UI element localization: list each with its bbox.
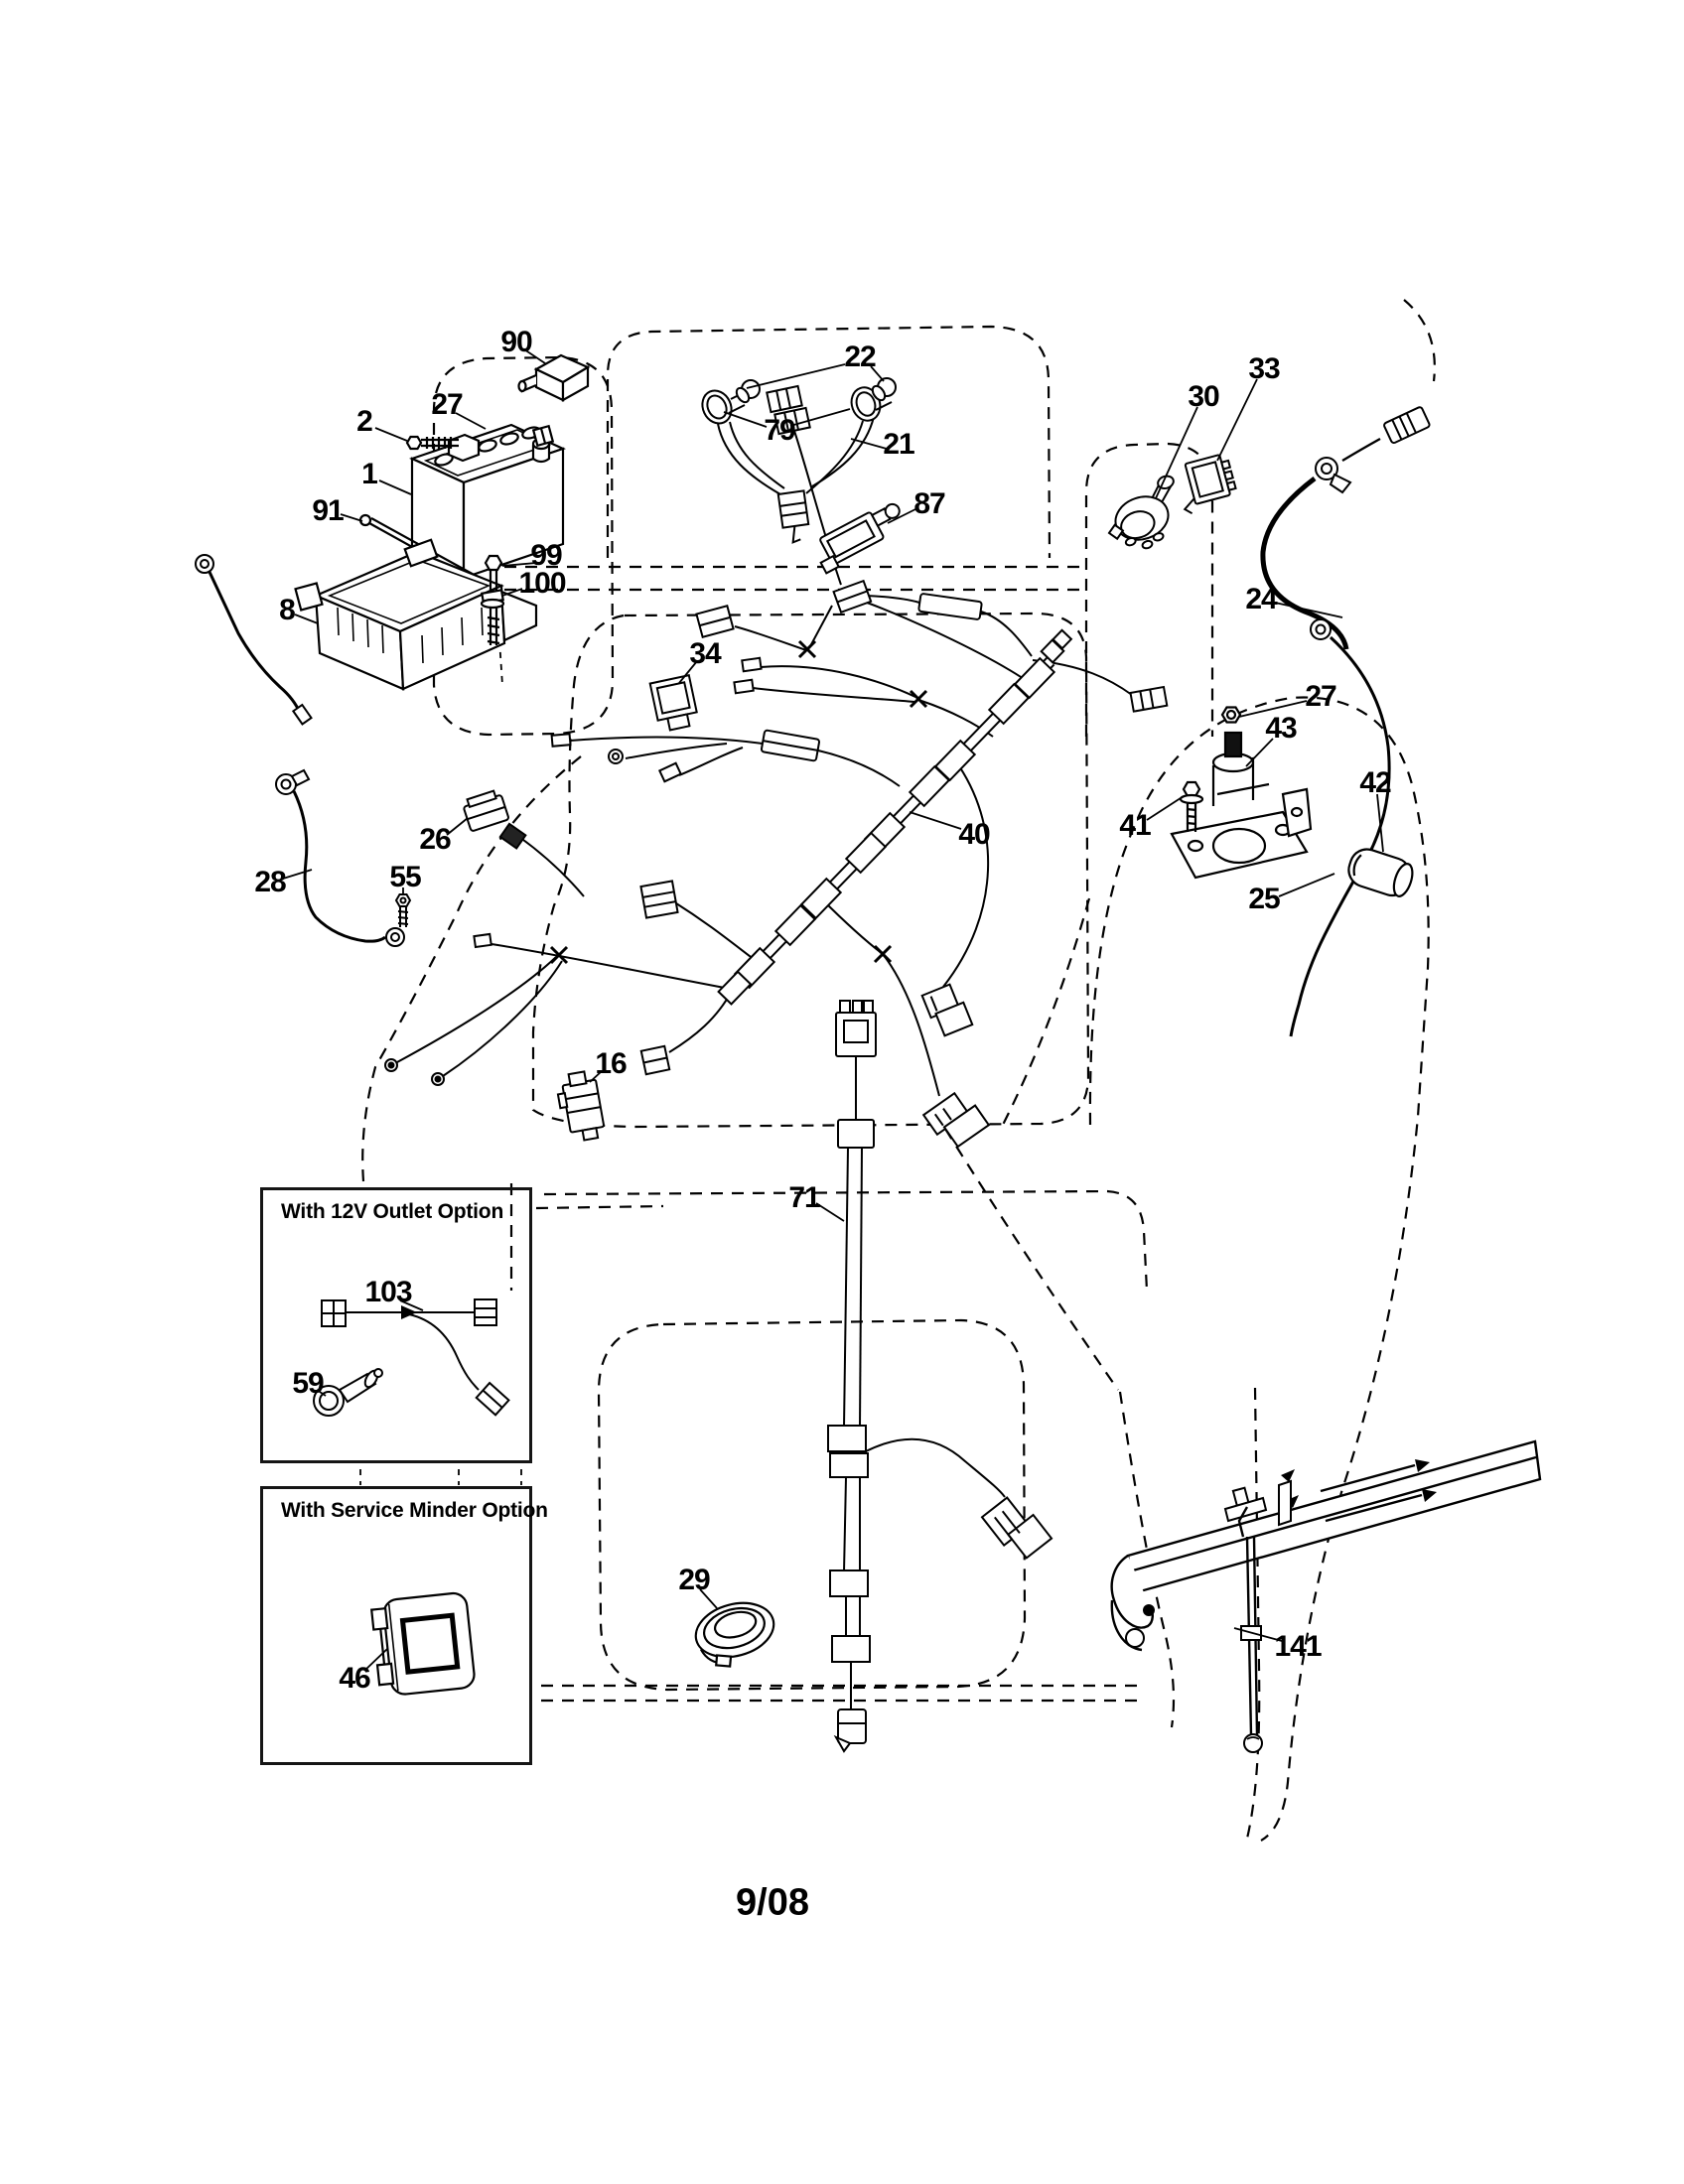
- switch-16: [556, 1070, 605, 1142]
- leader-87: [887, 508, 916, 524]
- switch-87: [819, 502, 901, 575]
- leader-59: [316, 1389, 327, 1397]
- screw-41: [1179, 780, 1204, 832]
- inset-title-12v-outlet: With 12V Outlet Option: [281, 1200, 504, 1223]
- service-minder-art: [369, 1591, 476, 1696]
- module-33: [1183, 454, 1237, 515]
- leader-43: [1245, 738, 1274, 767]
- leader-79: [723, 411, 768, 428]
- leader-29: [699, 1588, 718, 1609]
- leader-25: [1278, 873, 1335, 897]
- inset-box-12v-outlet: With 12V Outlet Option: [260, 1187, 532, 1463]
- cable-71-group: [827, 1000, 1053, 1753]
- battery-strap: [447, 433, 481, 463]
- nut-100: [480, 589, 505, 610]
- leader-30: [1155, 406, 1198, 499]
- leader-41: [1146, 795, 1185, 821]
- leader-24: [1274, 602, 1343, 618]
- inset-box-service-minder: With Service Minder Option: [260, 1486, 548, 1765]
- battery-bolt-2: [405, 435, 459, 451]
- rear-fender-outline: [1088, 696, 1430, 1842]
- leader-8: [294, 614, 319, 624]
- cable-71-branch-connector: [980, 1496, 1053, 1560]
- solenoid-stud: [1223, 731, 1243, 758]
- headlight-harness-group: [701, 377, 897, 544]
- leader-91: [340, 513, 363, 522]
- leader-46: [363, 1648, 388, 1672]
- outlet-59: [313, 1368, 383, 1417]
- leader-26: [446, 817, 469, 836]
- bracket-141-group: [1110, 1439, 1542, 1753]
- leader-71: [815, 1202, 845, 1222]
- leader-90: [523, 348, 546, 364]
- leader-lines: [282, 348, 1384, 1672]
- main-harness-trunk: [717, 628, 1073, 1006]
- leader-33: [1216, 378, 1258, 462]
- leader-34: [678, 660, 698, 684]
- leader-100: [501, 588, 523, 597]
- leader-27: [455, 412, 487, 430]
- hood-outline: [606, 325, 1052, 559]
- leader-22: [746, 363, 846, 389]
- solenoid-group: [1170, 706, 1414, 897]
- junction-x-marks: [549, 639, 928, 965]
- console-top-line: [543, 1189, 1149, 1292]
- tractor-body-outlines: [361, 299, 1436, 1842]
- fender-outline: [531, 612, 1090, 1129]
- leader-79: [789, 408, 851, 427]
- battery-side: [462, 447, 565, 580]
- ignition-switch-30: [1107, 475, 1175, 550]
- leader-141: [1233, 1627, 1283, 1642]
- frame-opening: [597, 1318, 1027, 1692]
- footer-date: 9/08: [736, 1881, 809, 1924]
- leader-99: [501, 562, 537, 567]
- screw-55-group: [385, 893, 412, 947]
- ignition-enclosure: [1084, 442, 1214, 737]
- leader-40: [909, 811, 962, 830]
- leader-27: [1238, 700, 1308, 718]
- harness-connectors: [384, 384, 1169, 1149]
- leader-1: [378, 479, 412, 495]
- rear-inner-line-b: [1245, 1387, 1261, 1840]
- console-short-line: [535, 1204, 664, 1210]
- rear-diagonal: [944, 1128, 1119, 1391]
- battery-group: [358, 353, 591, 590]
- leader-28: [282, 869, 313, 880]
- battery-box-group: [294, 538, 538, 691]
- battery-cable-24: [1260, 406, 1431, 650]
- leader-22: [870, 365, 885, 382]
- grommet-29: [694, 1601, 775, 1668]
- cover-90: [517, 353, 591, 402]
- ground-cable-28: [195, 554, 386, 943]
- headlight-connector: [776, 489, 810, 544]
- hood-corner-right: [1403, 299, 1436, 382]
- inset-title-service-minder: With Service Minder Option: [281, 1499, 548, 1522]
- leader-42: [1376, 793, 1384, 853]
- leader-21: [850, 438, 888, 450]
- battery-enclosure: [432, 355, 615, 737]
- leader-2: [374, 427, 408, 442]
- fender-inner-diagonal: [1002, 897, 1091, 1126]
- solenoid-nut-27: [1220, 706, 1242, 724]
- outlet-option-art: [313, 1298, 510, 1417]
- leader-103: [399, 1299, 424, 1311]
- battery-nut-27: [531, 424, 555, 448]
- leader-16: [589, 1070, 603, 1083]
- terminal-boot-42: [1347, 848, 1414, 897]
- fuse-26-group: [463, 789, 527, 850]
- front-wheel-arch: [361, 755, 582, 1182]
